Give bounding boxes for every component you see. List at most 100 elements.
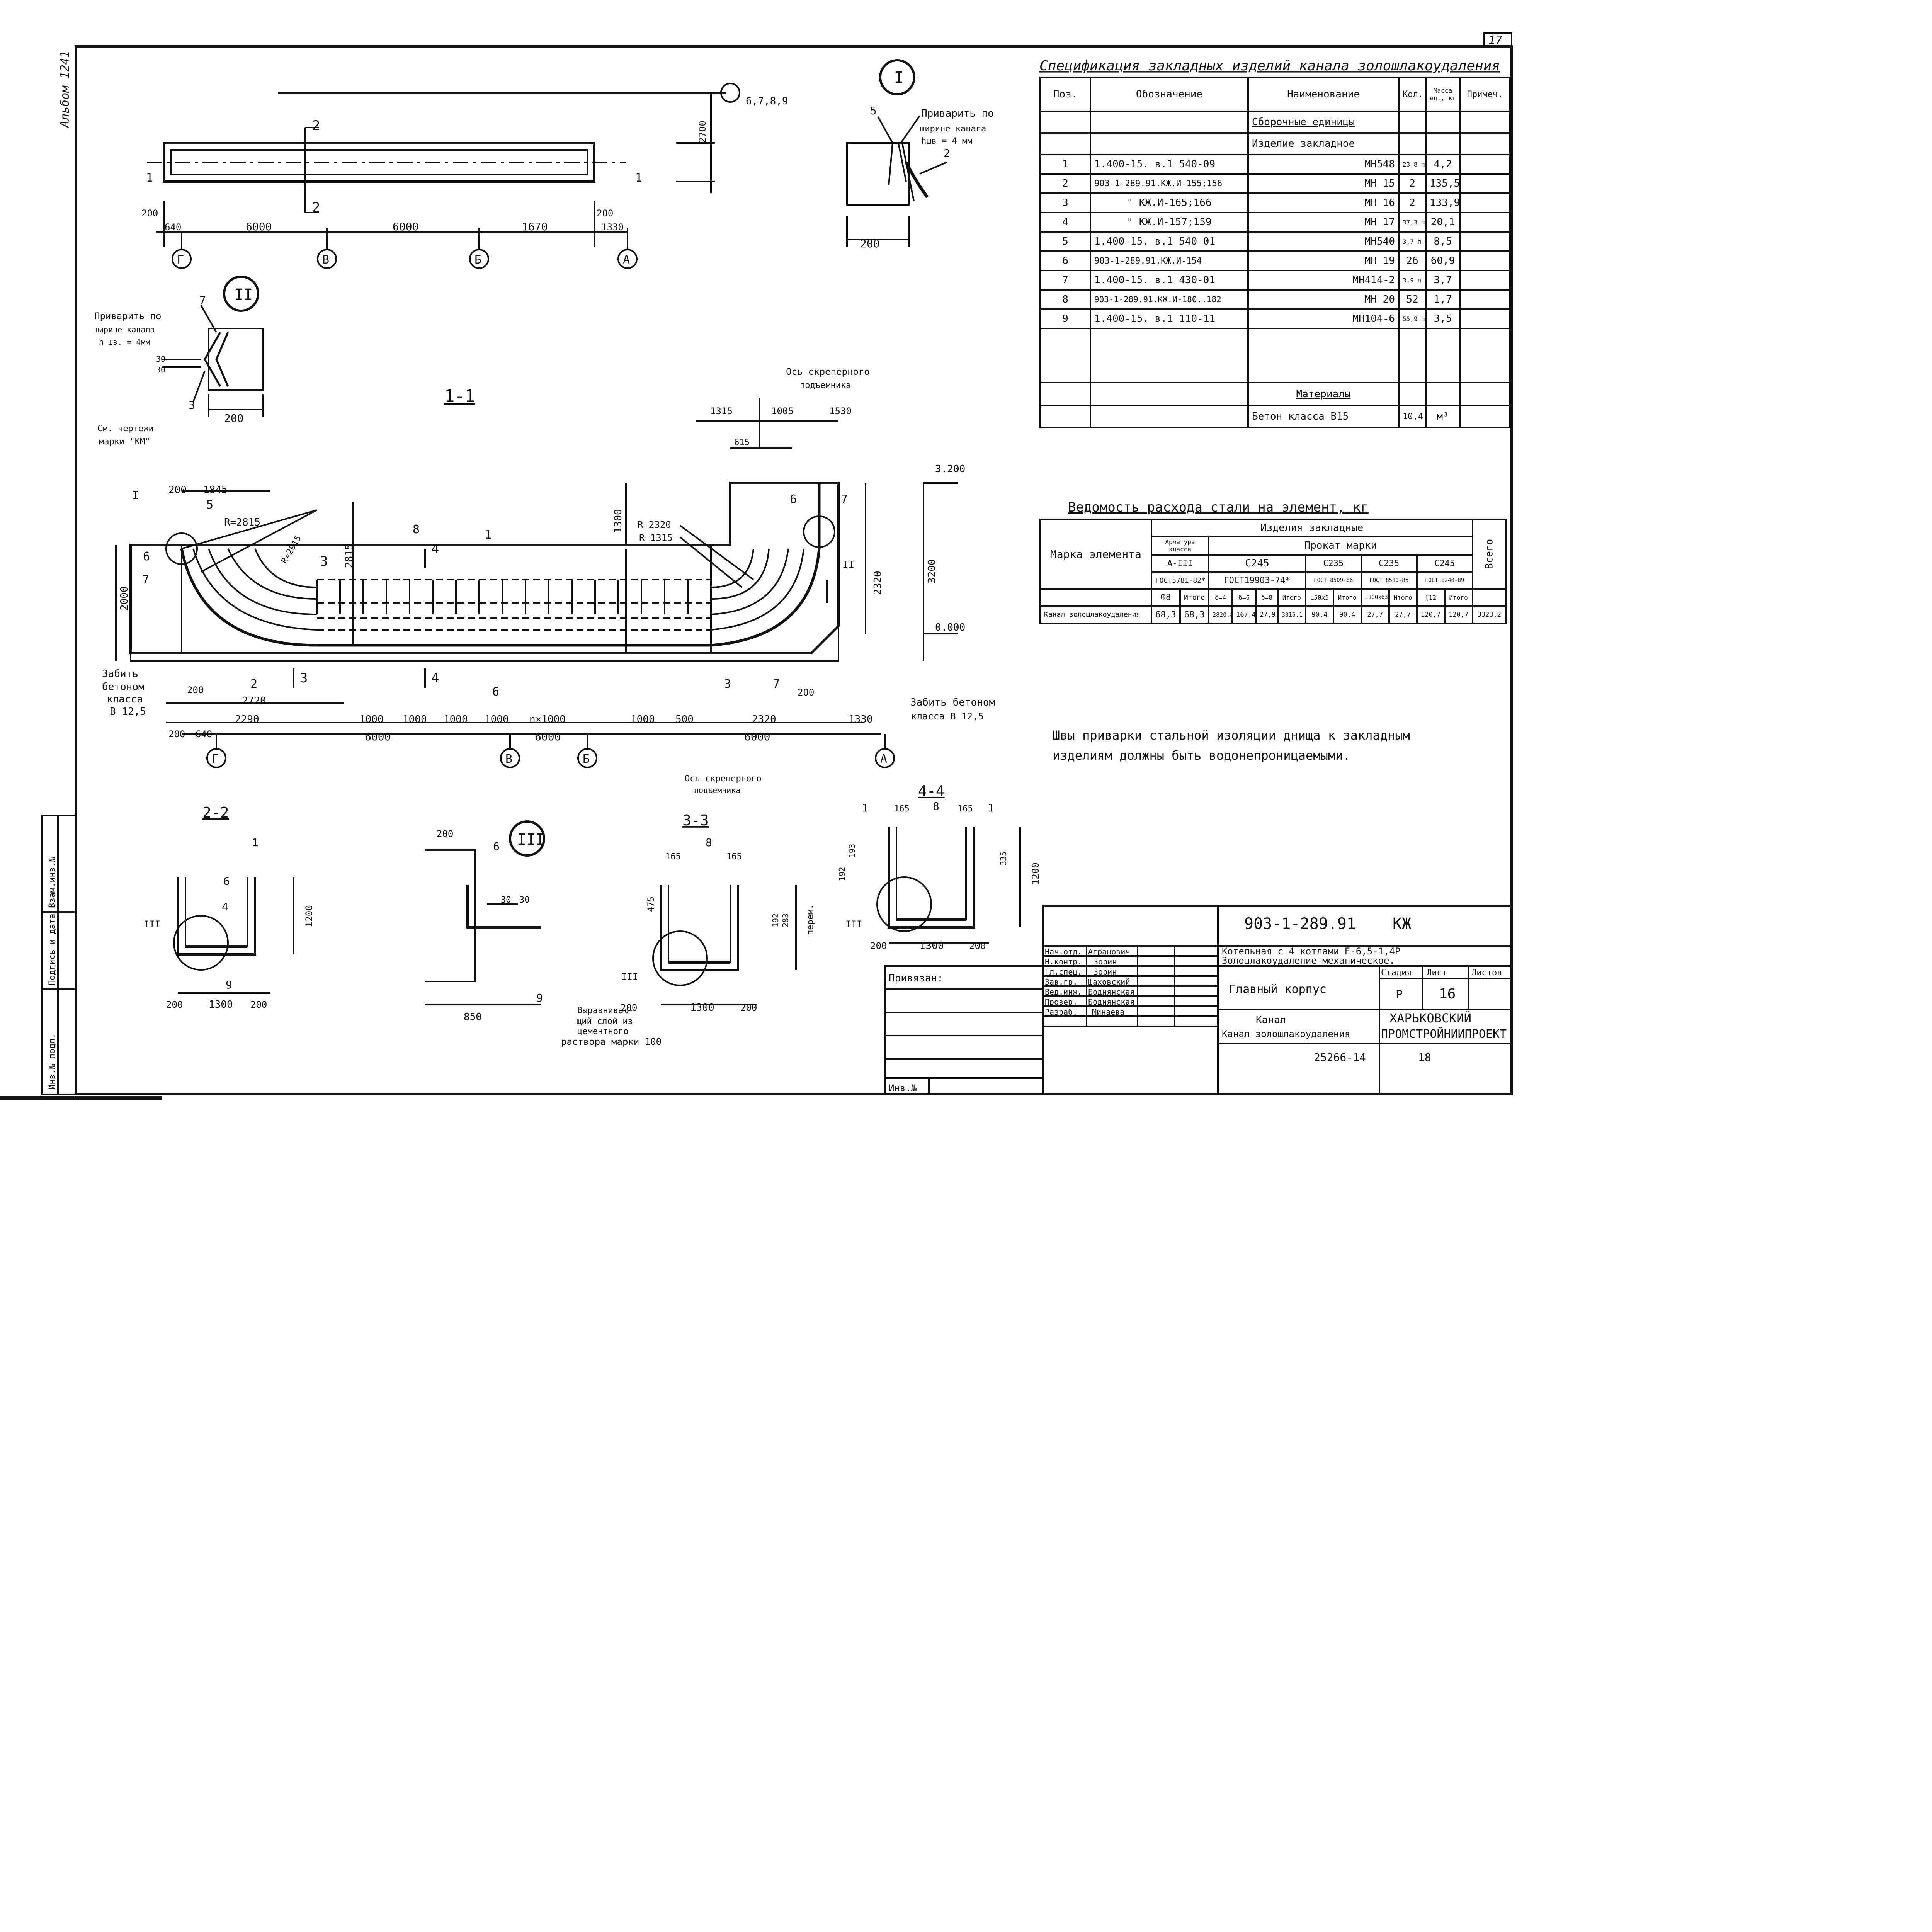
spec-cell: 1.400-15. в.1 540-01	[1090, 231, 1249, 252]
spec-cell: 3,7 п.м.	[1398, 231, 1427, 252]
spec-cell: 903-1-289.91.КЖ.И-180..182	[1090, 289, 1249, 310]
tb-object-1: Котельная с 4 котлами Е-6,5-1,4Р	[1222, 946, 1400, 957]
nodeIII-callout-9: 9	[536, 992, 543, 1004]
node-I	[846, 59, 947, 247]
sec33-dim-165b: 165	[726, 852, 742, 862]
spec-cell: 3,5	[1425, 308, 1461, 329]
dim-b-1000c: 1000	[444, 714, 468, 725]
axis-V-plan: В	[322, 253, 329, 267]
sec33-scraper-2: подъемника	[694, 786, 740, 795]
steel-sub: Итого	[1179, 588, 1210, 607]
dim-b-6000b: 6000	[535, 730, 561, 743]
spec-cell	[1459, 154, 1511, 175]
axis-A-plan: А	[623, 253, 630, 267]
spec-cell: 9	[1039, 308, 1091, 329]
steel-sub: Итого	[1332, 588, 1362, 607]
steel-gost-2: ГОСТ 8510-86	[1360, 571, 1418, 590]
spec-cell: 3	[1039, 192, 1091, 213]
spec-cell: 6	[1039, 250, 1091, 271]
steel-sub: δ=8	[1255, 588, 1279, 607]
dim-200-left: 200	[168, 484, 187, 496]
sec22-dim-1300: 1300	[209, 999, 233, 1010]
callout-1-1-7c: 7	[773, 677, 780, 691]
node-II-dim: 200	[224, 412, 244, 425]
node-I-weld-1: Приварить по	[921, 108, 994, 119]
spec-cell: 5	[1039, 231, 1091, 252]
spec-cell: 903-1-289.91.КЖ.И-154	[1090, 250, 1249, 271]
steel-gost-3: ГОСТ 8240-89	[1416, 571, 1473, 590]
steel-val: 120,7	[1444, 605, 1473, 624]
side-stamp-2: Подпись и дата	[48, 914, 57, 985]
node-I-weld-2: ширине канала	[920, 124, 986, 134]
sec44-node-III: III	[845, 919, 862, 930]
nodeIII-dim-30a: 30	[501, 895, 511, 905]
spec-cell: 1.400-15. в.1 430-01	[1090, 270, 1249, 291]
plan-dim-200: 200	[141, 208, 158, 219]
plan-view	[147, 83, 740, 269]
steel-sub: δ=6	[1231, 588, 1257, 607]
scraper-axis-2: подъемника	[800, 381, 851, 390]
tb-h-sheets: Листов	[1471, 968, 1502, 978]
steel-sub: L100х63	[1360, 588, 1390, 607]
axis-A-1-1: А	[880, 752, 887, 766]
steel-val: 120,7	[1416, 605, 1446, 624]
nodeIII-dim-200: 200	[437, 828, 453, 839]
sec22-callout-4: 4	[222, 900, 228, 913]
dim-b-1000b: 1000	[403, 714, 427, 725]
tb-building: Главный корпус	[1229, 983, 1327, 996]
sec22-dim-200a: 200	[166, 999, 183, 1010]
spec-cell	[1459, 250, 1511, 271]
page-number: 17	[1488, 34, 1502, 47]
steel-val: 27,7	[1388, 605, 1418, 624]
sec44-dim-200b: 200	[969, 940, 986, 951]
spec-row: 8 903-1-289.91.КЖ.И-180..182 МН 20 52 1,…	[1039, 289, 1511, 310]
steel-val: 3323,2	[1471, 605, 1507, 624]
spec-row: 4 " КЖ.И-157;159 МН 17 37,3 п.м. 20,1	[1039, 212, 1511, 233]
callout-1-1-6c: 6	[143, 550, 150, 563]
dim-b-500: 500	[675, 714, 694, 725]
node-II-pos7: 7	[199, 294, 206, 306]
sec33-dim-283: 283	[781, 913, 790, 927]
plan-dim-6000b: 6000	[393, 220, 418, 233]
scraper-axis-1: Ось скреперного	[786, 366, 870, 377]
nodeIII-dim-850: 850	[464, 1011, 482, 1023]
sec44-dim-1300: 1300	[920, 940, 944, 952]
dim-b-6000a: 6000	[365, 730, 391, 743]
spec-cell: 55,9 п.м.	[1398, 308, 1427, 329]
steel-h-items: Изделия закладные	[1150, 519, 1473, 537]
spec-cell: 3,9 п.м.	[1398, 270, 1427, 291]
spec-cell	[1459, 192, 1511, 213]
node-II-weld-2: ширине канала	[94, 325, 155, 334]
sec33-scraper-1: Ось скреперного	[685, 774, 762, 784]
dim-v-2815: 2815	[344, 544, 355, 568]
dim-v-1300: 1300	[612, 509, 624, 533]
spec-cell	[1459, 173, 1511, 194]
spec-row: 6 903-1-289.91.КЖ.И-154 МН 19 26 60,9	[1039, 250, 1511, 271]
tb-name-3: Шаховский	[1088, 977, 1130, 986]
tb-inv: Инв.№	[889, 1083, 917, 1094]
tb-role-5: Провер.	[1045, 997, 1077, 1007]
node-I-label: I	[894, 69, 903, 87]
tb-mark: КЖ	[1393, 915, 1411, 933]
spec-cell: 135,5	[1425, 173, 1461, 194]
steel-sub: Итого	[1388, 588, 1418, 607]
sec33-dim-165a: 165	[665, 852, 681, 862]
tb-role-1: Н.контр.	[1045, 957, 1082, 966]
spec-cell	[1459, 289, 1511, 310]
steel-row: Канал золошлакоудаления 68,3 68,3 2820,8…	[1039, 605, 1507, 624]
bottom-code: 25266-14	[1314, 1051, 1366, 1064]
dim-b-2320: 2320	[752, 714, 776, 725]
spec-cell: 52	[1398, 289, 1427, 310]
spec-concrete-qty: 10,4	[1398, 405, 1427, 428]
callout-1-1-3: 3	[724, 677, 731, 691]
section-3-3	[652, 885, 797, 1005]
spec-cell: МН414-2	[1247, 270, 1400, 291]
spec-row: 3 " КЖ.И-165;166 МН 16 2 133,9	[1039, 192, 1511, 213]
steel-h-rebar-class: А-III	[1150, 554, 1210, 573]
spec-section-1: Сборочные единицы	[1247, 111, 1400, 134]
node-II-dim30b: 30	[156, 365, 165, 374]
album-label: Альбом 1241	[58, 51, 72, 128]
note-line-2: изделиям должны быть водонепроницаемыми.	[1053, 748, 1350, 763]
spec-cell	[1459, 231, 1511, 252]
spec-table: Поз. Обозначение Наименование Кол. Масса…	[1039, 77, 1511, 428]
